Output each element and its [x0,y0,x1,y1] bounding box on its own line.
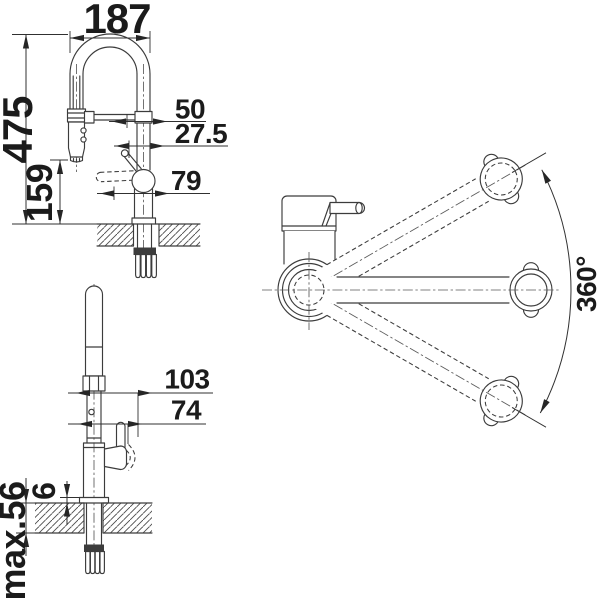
dimension-body-reach: 74 [68,395,206,444]
dim-label-body-reach: 74 [171,395,202,426]
ball-joint [131,168,156,194]
handle-swing-arc-inner [125,449,131,466]
spout-position-up [308,153,526,298]
under-counter-connections-front [133,223,157,279]
lever-handle-alt-position [100,170,134,183]
cartridge-housing [103,445,128,471]
dim-label-max-counter: max.56 [0,481,33,598]
dimension-body-offset: 79 [97,165,210,200]
spray-button-top [80,127,87,134]
spout-position-down [308,282,526,427]
spray-head [66,108,87,163]
dimension-arm-offset: 50 [109,94,206,128]
top-view: 360° [262,152,600,428]
dimension-swivel-range: 360° [511,152,600,428]
dim-label-body-offset: 79 [171,165,201,196]
dimension-handle-reach: 103 [68,364,213,437]
base-plate [78,496,110,504]
front-view: 187 475 159 50 [0,0,228,279]
swivel-inner-circle [293,274,325,306]
dim-label-arm-offset: 50 [175,94,205,125]
side-spout [82,285,106,444]
dim-label-handle-reach: 103 [164,364,209,395]
lever-handle [95,149,142,183]
dimension-handle-offset: 27.5 [114,118,228,158]
dim-label-outlet-height: 159 [19,164,60,223]
faucet-spout-arc [69,33,151,171]
dimension-total-height: 475 [0,34,97,225]
base-flange [131,217,157,225]
spout-nut [82,375,106,392]
dim-label-swivel-range: 360° [571,256,600,312]
handle-swing-arc-outer [128,444,136,471]
mounting-nut [133,247,156,255]
dim-label-handle-offset: 27.5 [175,118,228,149]
spout-position-current [262,262,559,318]
side-lever-handle [115,421,126,449]
dimension-max-counter: max.56 [0,478,35,598]
countertop-section-side [34,502,153,534]
dim-label-base-plate: 6 [26,482,62,500]
dim-label-total-height: 475 [0,96,41,164]
dim-label-spout-width: 187 [83,0,150,42]
dimension-spout-width: 187 [69,0,152,53]
side-body [78,421,136,504]
spray-button-bottom [80,136,87,143]
countertop-section-front [96,223,201,247]
dimension-base-plate: 6 [26,481,80,525]
under-counter-connections-side [84,502,105,575]
side-view: 103 74 6 max.56 [0,284,213,598]
dimension-outlet-height: 159 [19,159,68,224]
hose-holder-arm [83,110,153,124]
